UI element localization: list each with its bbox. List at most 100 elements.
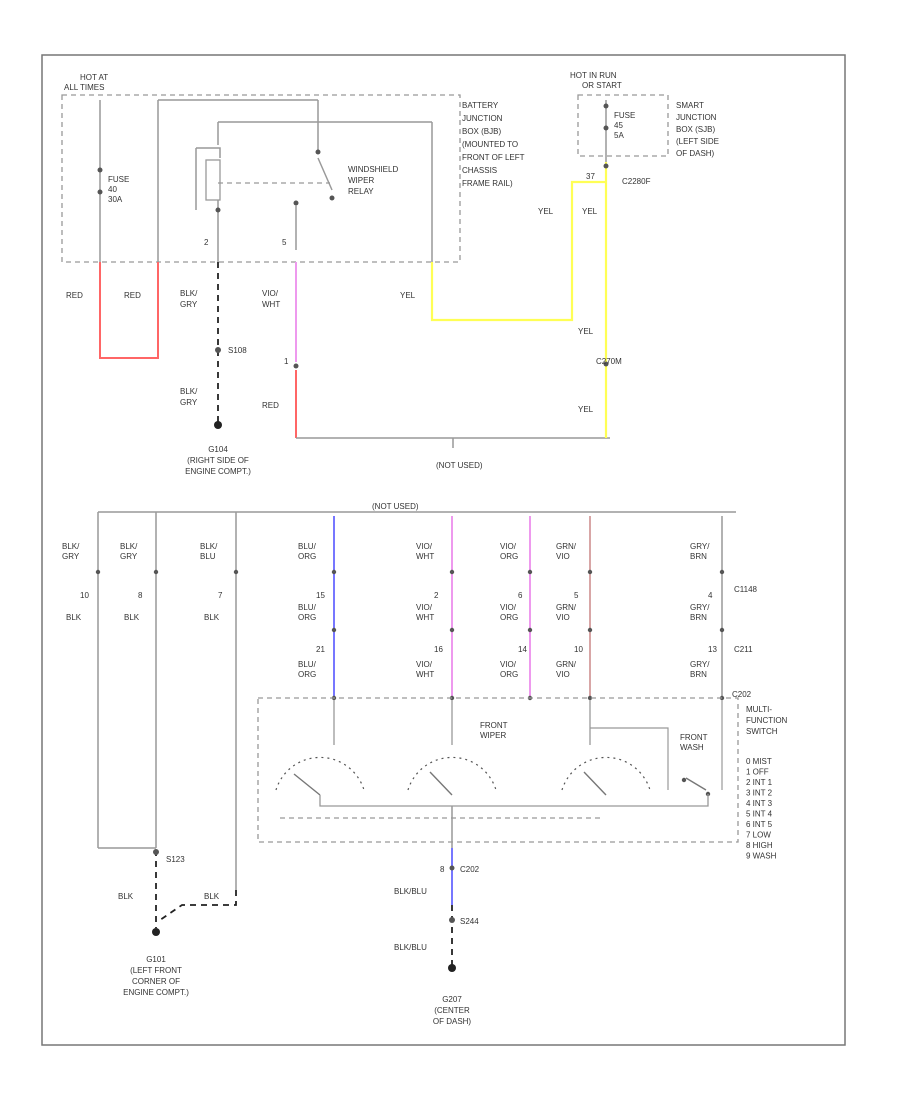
relay-coil-terminal [215,207,221,213]
wire-label-top-3: BLU/ORG [298,542,317,561]
pin-label-c1-2: 7 [218,591,223,600]
yel-wire-label-3: YEL [582,207,598,216]
wire-label-top-4: VIO/WHT [416,542,434,561]
s123-label: S123 [166,855,185,864]
relay-coil [205,159,221,201]
wire-label-top-5: VIO/ORG [500,542,518,561]
wire-label-top-2: BLK/BLU [200,542,218,561]
pin-label-c1-4: 2 [434,591,439,600]
relay-contact-top [315,149,321,155]
pin-label-c1-6: 5 [574,591,579,600]
pin-label-c1-7: 4 [708,591,713,600]
blk-wire-label-b: BLK [204,892,220,901]
wire-label-top-7: GRY/BRN [690,542,710,561]
g207-ground-symbol [448,964,456,972]
blk-gry-wire-label: BLK/GRY [180,289,198,309]
gnd-wire-jumper [159,890,237,921]
rotary-switch-2 [407,700,497,796]
pin-label-c2-3: 10 [574,645,583,654]
blk-wire-label-mid-1: BLK [124,613,140,622]
c211-label: C211 [734,645,753,654]
c270m-yel-terminal [603,361,609,367]
pin-c270m-1-label: 1 [284,357,289,366]
red-wire-label-2: RED [124,291,141,300]
pin-label-c2-4: 13 [708,645,717,654]
wire-label-bot-1: VIO/WHT [416,660,434,679]
diagram-border [41,54,846,1046]
c1148-label: C1148 [734,585,758,594]
wire-label-mid-0: BLU/ORG [298,603,317,622]
blk-blu-wire-label-1: BLK/BLU [394,887,427,896]
not-used-label-upper: (NOT USED) [436,461,483,470]
g101-ground-symbol [152,928,160,936]
c202-top-label: C202 [732,690,752,699]
connector-terminals [331,569,725,701]
g104-ground-symbol [214,421,222,429]
yel-wire-label-2: YEL [538,207,554,216]
yel-wire-label-4: YEL [578,327,594,336]
blk-wire-label-a: BLK [118,892,134,901]
pin-relay-5-label: 5 [282,238,287,247]
fuse40-terminal-top [97,167,103,173]
wire-label-mid-1: VIO/WHT [416,603,434,622]
wire-label-bot-4: GRY/BRN [690,660,710,679]
relay-switch-arm [317,157,333,191]
pin-label-c1-1: 8 [138,591,143,600]
wire-label-mid-2: VIO/ORG [500,603,518,622]
blk-blu-wire-label-2: BLK/BLU [394,943,427,952]
wire-label-bot-3: GRN/VIO [556,660,577,679]
fuse45-terminal-top [603,103,609,109]
wire-label-bot-0: BLU/ORG [298,660,317,679]
red-wire-label-1: RED [66,291,83,300]
fuse45-terminal-bottom [603,125,609,131]
relay-nc-terminal [293,200,299,206]
pin-label-c1-5: 6 [518,591,523,600]
wire-label-mid-3: GRN/VIO [556,603,577,622]
blk-wire-label-mid-0: BLK [66,613,82,622]
yel-wire-label-5: YEL [578,405,594,414]
blk-wire-label-mid-2: BLK [204,613,220,622]
pin-label-c2-0: 21 [316,645,325,654]
pin-label-c2-1: 16 [434,645,443,654]
pin-label-c1-3: 15 [316,591,325,600]
s244-splice [449,917,455,923]
red-wire-label-3: RED [262,401,279,410]
lower-wire-labels: BLK/GRY BLK/GRY BLK/BLU BLU/ORG VIO/WHT VIO/O… [62,542,717,679]
yel-wire-label-1: YEL [400,291,416,300]
wire-label-top-1: BLK/GRY [120,542,138,561]
pin-relay-2-label: 2 [204,238,209,247]
wire-label-bot-2: VIO/ORG [500,660,518,679]
c2280f-terminal [603,163,609,169]
relay-coil-top [196,147,221,158]
c2280f-label: C2280F [622,177,651,186]
bjb-box [61,94,461,263]
s108-label: S108 [228,346,247,355]
not-used-label-lower: (NOT USED) [372,502,419,511]
rotary-switch-3 [561,700,669,796]
vio-wht-wire-label: VIO/WHT [262,289,280,309]
relay-contact-bottom [329,195,335,201]
sjb-box [577,94,669,157]
pin-37-label: 37 [586,172,595,181]
multifunction-switch-box [257,697,739,843]
s244-label: S244 [460,917,479,926]
wire-label-top-0: BLK/GRY [62,542,80,561]
blk-gry-wire-label-2: BLK/GRY [180,387,198,407]
left-terminals [95,569,239,575]
fuse40-terminal-bottom [97,189,103,195]
yellow-wire-upper [430,180,606,322]
pin-label-c1-0: 10 [80,591,89,600]
